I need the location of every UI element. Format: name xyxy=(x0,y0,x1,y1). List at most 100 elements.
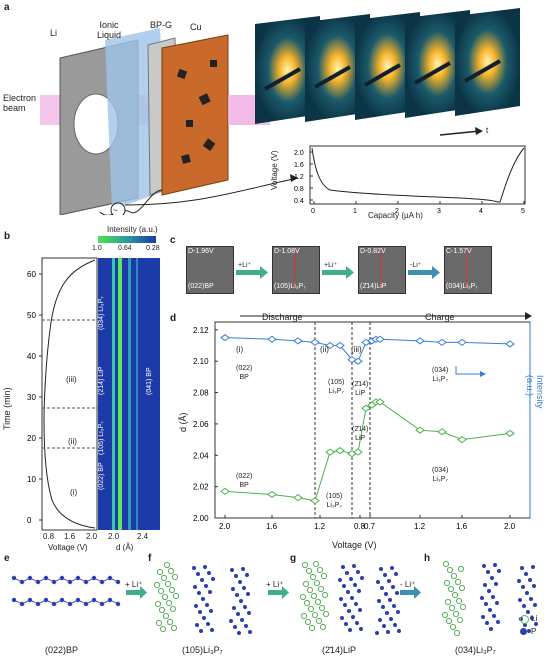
p-atom xyxy=(378,618,382,622)
p-atom xyxy=(233,625,237,629)
d-data-point xyxy=(220,487,230,495)
p-atom xyxy=(482,564,486,568)
p-atom xyxy=(520,566,524,570)
li-atom xyxy=(171,573,179,581)
p-atom xyxy=(395,591,399,595)
p-atom xyxy=(211,577,215,581)
li-atom xyxy=(172,592,180,600)
p-atom xyxy=(392,604,396,608)
p-atom xyxy=(355,621,359,625)
li-atom xyxy=(443,579,451,587)
d-data-point xyxy=(457,435,467,444)
c-arrow-label-3: -Li⁺ xyxy=(410,262,422,269)
tile-3-bottom: (2̄14)LiP xyxy=(360,283,387,290)
p-atom xyxy=(338,578,342,582)
li-atom xyxy=(305,567,313,575)
ionic-liquid-label: Ionic Liquid xyxy=(97,20,122,40)
p-atom xyxy=(348,628,352,632)
panel-label-e: e xyxy=(4,553,10,564)
tile-2-marker xyxy=(295,252,296,290)
p-atom xyxy=(246,592,250,596)
p-atom xyxy=(529,597,533,601)
p-atom xyxy=(244,624,248,628)
a-ytick-label: 1.6 xyxy=(294,162,304,169)
li-atom xyxy=(448,604,456,612)
caption-034: (034)Li₃P₇ xyxy=(455,645,496,655)
li-atom xyxy=(315,617,323,625)
li-atom xyxy=(169,605,177,613)
diffraction-frame-2 xyxy=(305,14,370,122)
voltage-axis-title: Voltage (V) xyxy=(332,540,377,550)
diffraction-frame-5 xyxy=(455,8,520,116)
p-atom xyxy=(483,583,487,587)
d-data-point xyxy=(415,337,425,345)
p-atom xyxy=(527,629,531,633)
p-atom xyxy=(204,584,208,588)
li-atom xyxy=(163,561,171,569)
cu-plate xyxy=(161,34,229,196)
e-arrow-label-2: + Li⁺ xyxy=(266,580,284,589)
d-data-point xyxy=(335,446,345,455)
p-atom xyxy=(481,615,485,619)
p-atom xyxy=(236,612,240,616)
li-atom xyxy=(446,566,454,574)
li-atom xyxy=(444,598,452,606)
colorbar-tick-2: 0.64 xyxy=(118,245,132,252)
li-atom xyxy=(299,593,307,601)
voltage-axis-label-b: Voltage (V) xyxy=(48,543,88,552)
p-atom xyxy=(356,570,360,574)
p-atom xyxy=(343,603,347,607)
legend-li-marker xyxy=(520,615,529,624)
li-atom xyxy=(453,629,461,637)
structure-arrow-3 xyxy=(400,586,421,599)
p-atom xyxy=(341,565,345,569)
colorbar xyxy=(98,236,156,243)
d-series-line xyxy=(224,401,511,502)
d-data-point xyxy=(375,398,385,406)
tile-2-bottom: (105)Li₃P₇ xyxy=(274,283,306,290)
structure-li3p7-034 xyxy=(441,560,538,637)
d-data-point xyxy=(267,490,277,499)
annot-022bp-blue: (022) BP xyxy=(236,365,253,381)
legend-p-label: P xyxy=(531,627,537,636)
p-atom xyxy=(526,610,530,614)
structure-li3p7-105 xyxy=(153,561,252,635)
p-atom xyxy=(242,586,246,590)
p-atom xyxy=(496,620,500,624)
b-ytick-label: 20 xyxy=(27,434,36,443)
phase-label-li3p7: (105) Li₃P₇ xyxy=(98,421,105,455)
li-atom xyxy=(447,585,455,593)
li-atom xyxy=(317,585,325,593)
p-atom xyxy=(397,629,401,633)
a-xtick-label: 0 xyxy=(311,208,315,215)
panel-label-a: a xyxy=(4,2,10,13)
voltage-xtick-3: 2.0 xyxy=(86,532,98,541)
p-atom xyxy=(197,591,201,595)
cu-label: Cu xyxy=(190,22,202,32)
p-atom xyxy=(210,628,214,632)
d-data-point xyxy=(375,335,385,343)
p-atom xyxy=(384,592,388,596)
region-i: (i) xyxy=(70,488,78,497)
d-data-point xyxy=(505,429,515,437)
d-ytick-label: 2.06 xyxy=(193,420,209,429)
d-xtick-label: 0.8 xyxy=(354,522,366,531)
d-xtick-label: 2.0 xyxy=(219,522,231,531)
b-ytick-label: 50 xyxy=(27,311,36,320)
p-atom xyxy=(208,590,212,594)
p-atom xyxy=(115,601,121,607)
p-atom xyxy=(234,574,238,578)
p-atom xyxy=(379,567,383,571)
li-atom xyxy=(308,624,316,632)
p-atom xyxy=(358,608,362,612)
b-ytick-label: 10 xyxy=(27,475,36,484)
li-atom xyxy=(301,561,309,569)
phase-label-lip: (214) LiP xyxy=(98,366,105,395)
p-atom xyxy=(382,624,386,628)
tile-4-marker xyxy=(466,252,467,290)
annot-034-blue: (034) Li₃P₇ xyxy=(432,367,449,383)
c-arrow-2 xyxy=(322,270,346,275)
li-atom xyxy=(449,623,457,631)
